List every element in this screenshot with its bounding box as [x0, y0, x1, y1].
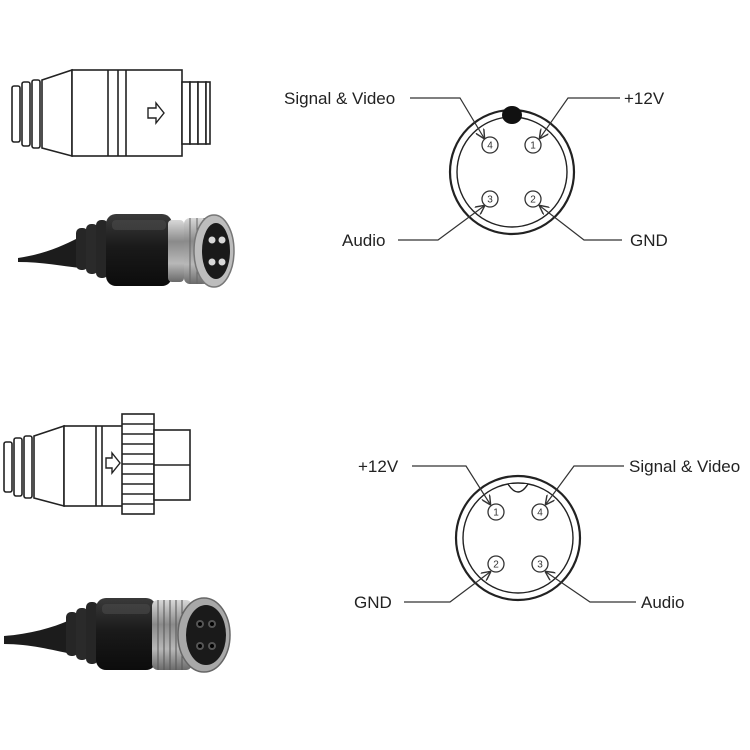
svg-text:4: 4: [537, 508, 543, 519]
male-leader-ground: [540, 206, 622, 241]
female-label-signal-video: Signal & Video: [629, 457, 740, 476]
female-leader-audio: [546, 572, 636, 603]
svg-text:2: 2: [493, 560, 499, 571]
female-leader-signal-video: [546, 465, 624, 504]
female-connector-photo: [4, 597, 231, 673]
male-face-outer-ring: [448, 108, 576, 236]
female-label-ground: GND: [354, 593, 392, 612]
male-pin-3: 3: [481, 190, 499, 208]
female-pin-3: 3: [531, 555, 549, 573]
svg-text:1: 1: [493, 508, 499, 519]
male-label-ground: GND: [630, 231, 668, 250]
female-face-inner-ring: [462, 482, 574, 594]
svg-text:3: 3: [537, 560, 543, 571]
female-label-power: +12V: [358, 457, 399, 476]
female-label-audio: Audio: [641, 593, 684, 612]
female-face-outer-ring: [454, 474, 582, 602]
male-label-power: +12V: [624, 89, 665, 108]
female-leader-power: [412, 465, 490, 504]
svg-text:1: 1: [530, 141, 536, 152]
female-pin-1: 1: [487, 503, 505, 521]
female-connector-outline-drawing: [3, 413, 191, 515]
male-pin-1: 1: [524, 136, 542, 154]
female-key-notch: [507, 483, 529, 493]
female-pin-2: 2: [487, 555, 505, 573]
male-pin-4: 4: [481, 136, 499, 154]
male-label-signal-video: Signal & Video: [284, 89, 395, 108]
male-leader-power: [540, 97, 620, 138]
female-pin-4: 4: [531, 503, 549, 521]
male-pinout-diagram: 4 1 3 2 Signal & Video +12V Audio GND: [284, 89, 668, 250]
male-connector-outline-drawing: [11, 68, 211, 158]
female-leader-ground: [404, 572, 490, 603]
male-connector-photo: [18, 214, 235, 288]
svg-text:2: 2: [530, 195, 536, 206]
svg-text:4: 4: [487, 141, 493, 152]
male-pin-2: 2: [524, 190, 542, 208]
female-pinout-diagram: 1 4 2 3 +12V Signal & Video GND Audio: [354, 457, 740, 612]
male-leader-signal-video: [410, 97, 484, 138]
male-leader-audio: [398, 206, 484, 241]
male-label-audio: Audio: [342, 231, 385, 250]
svg-text:3: 3: [487, 195, 493, 206]
